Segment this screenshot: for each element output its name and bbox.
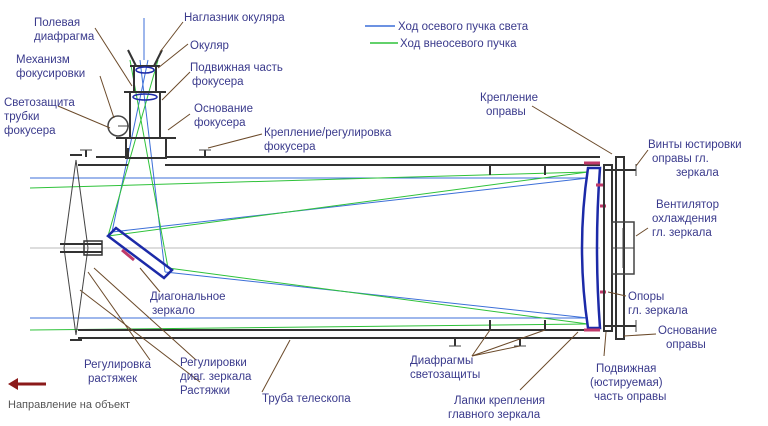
axial-ray-up-1 bbox=[111, 59, 149, 233]
direction-note: Направление на объект bbox=[8, 399, 130, 411]
eyepiece-lens bbox=[135, 66, 155, 74]
legend-offaxis-label: Ход внеосевого пучка bbox=[400, 38, 517, 50]
label-baffles: Диафрагмы светозащиты bbox=[410, 355, 480, 381]
label-cell-base: Основание оправы bbox=[658, 325, 720, 351]
spider-vane-bottom bbox=[63, 247, 77, 336]
diagonal-assembly bbox=[60, 154, 174, 341]
legend: Ход осевого пучка света Ход внеосевого п… bbox=[365, 21, 529, 50]
diagonal-mirror bbox=[106, 226, 174, 280]
label-diagonal-mirror: Диагональное зеркало bbox=[150, 291, 229, 317]
label-collimation-screws: Винты юстировки оправы гл. зеркала bbox=[648, 139, 745, 179]
label-focuser-mount: Крепление/регулировка фокусера bbox=[264, 127, 395, 153]
focuser bbox=[107, 49, 176, 159]
label-eyepiece: Окуляр bbox=[190, 40, 229, 52]
label-cooling-fan: Вентилятор охлаждения гл. зеркала bbox=[652, 199, 722, 239]
label-eyepiece-eyecup: Наглазник окуляра bbox=[184, 12, 285, 24]
label-mirror-clips: Лапки крепления главного зеркала bbox=[448, 395, 548, 421]
light-rays bbox=[29, 18, 589, 331]
label-spider-adjust: Регулировка растяжек bbox=[84, 359, 154, 385]
label-diagonal-adjust: Регулировки диаг. зеркала bbox=[180, 357, 252, 383]
labels: Полевая диафрагма Наглазник окуляра Окул… bbox=[4, 12, 745, 421]
spider-vane-top bbox=[63, 159, 77, 249]
label-cell-mount: Крепление оправы bbox=[480, 92, 541, 118]
axial-ray-up-2 bbox=[139, 59, 166, 273]
primary-mirror bbox=[580, 166, 602, 330]
label-field-stop: Полевая диафрагма bbox=[34, 17, 95, 43]
label-telescope-tube: Труба телескопа bbox=[262, 393, 351, 405]
label-focuser-moving: Подвижная часть фокусера bbox=[190, 62, 286, 88]
direction-indicator: Направление на объект bbox=[8, 378, 130, 411]
diagonal-mirror-back bbox=[121, 248, 135, 262]
primary-mirror-cell bbox=[580, 156, 637, 340]
offaxis-ray-up-1 bbox=[107, 59, 159, 237]
label-movable-cell: Подвижная (юстируемая) часть оправы bbox=[590, 363, 666, 403]
label-focuser-base: Основание фокусера bbox=[194, 103, 256, 129]
offaxis-ray-top-in bbox=[29, 171, 589, 189]
axial-ray-bottom-reflect bbox=[164, 271, 589, 319]
label-focuser-tube-baffle: Светозащита трубки фокусера bbox=[4, 97, 78, 137]
label-spider-vanes: Растяжки bbox=[180, 385, 230, 397]
label-mirror-supports: Опоры гл. зеркала bbox=[628, 291, 688, 317]
spider-vane-top2 bbox=[75, 159, 89, 249]
field-lens bbox=[132, 93, 158, 101]
movable-cell bbox=[603, 164, 613, 332]
offaxis-ray-top-reflect bbox=[107, 171, 589, 237]
direction-arrow-icon bbox=[8, 378, 18, 390]
label-focus-mechanism: Механизм фокусировки bbox=[16, 54, 85, 80]
offaxis-ray-bottom-reflect bbox=[167, 267, 589, 325]
diagonal-holder bbox=[83, 240, 103, 256]
axial-ray-top-reflect bbox=[111, 177, 589, 233]
leader-lines bbox=[57, 21, 657, 393]
legend-axial-label: Ход осевого пучка света bbox=[398, 21, 529, 33]
